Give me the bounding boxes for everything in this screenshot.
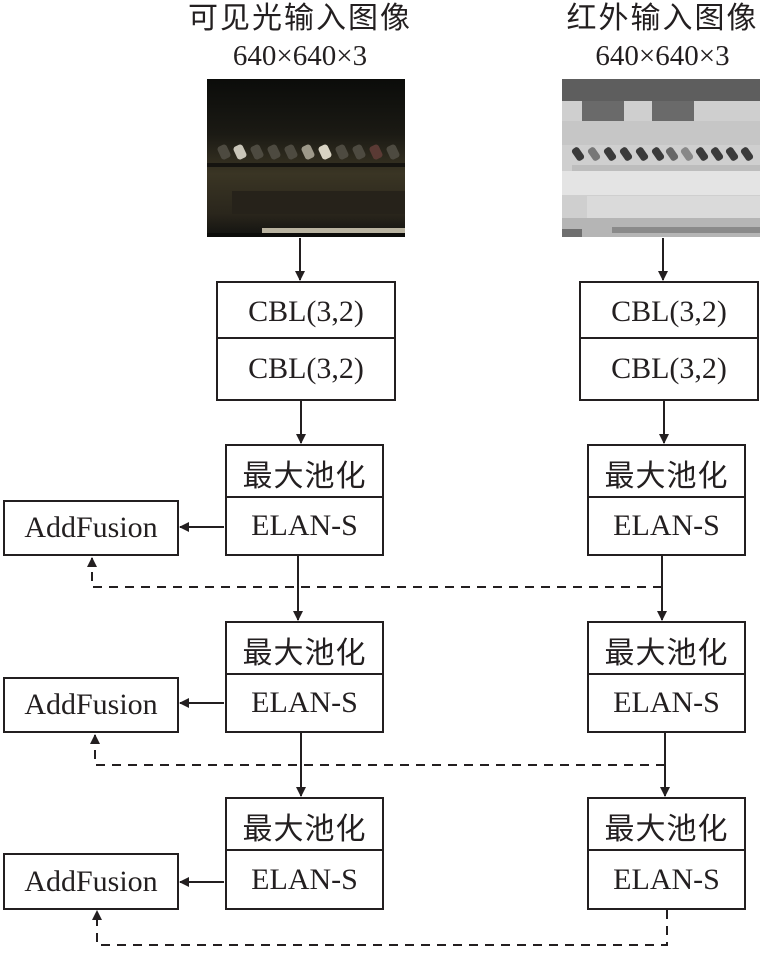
dashed-infrared-stage1-to-addfusion1 [87,557,662,588]
infrared-title: 红外输入图像 [566,2,759,35]
visible-cbl-stack: CBL(3,2) CBL(3,2) [216,281,396,401]
addfusion-1-label: AddFusion [24,511,158,544]
visible-cbl-layer-2: CBL(3,2) [218,337,394,399]
infrared-cbl-stack: CBL(3,2) CBL(3,2) [579,281,759,401]
addfusion-1: AddFusion [3,500,179,556]
visible-maxpool-1: 最大池化 [242,460,367,493]
infrared-size-label: 640×640×3 [595,40,730,72]
visible-elan-s-1: ELAN-S [227,496,382,554]
addfusion-2-label: AddFusion [24,688,158,721]
infrared-elan-s-1: ELAN-S [589,496,744,554]
infrared-cbl-layer-1: CBL(3,2) [611,295,727,328]
infrared-input-image [562,79,760,237]
visible-elan-s-3: ELAN-S [227,849,382,908]
visible-stage-2: 最大池化 ELAN-S [225,621,384,733]
visible-maxpool-2: 最大池化 [242,637,367,670]
infrared-maxpool-3: 最大池化 [604,813,729,846]
infrared-cbl-layer-2: CBL(3,2) [581,337,757,399]
addfusion-3: AddFusion [3,853,179,910]
visible-elan-s-2: ELAN-S [227,673,382,731]
visible-stage-3: 最大池化 ELAN-S [225,797,384,910]
infrared-elan-s-3: ELAN-S [589,849,744,908]
visible-cbl-layer-1: CBL(3,2) [248,295,364,328]
infrared-elan-s-2: ELAN-S [589,673,744,731]
dashed-infrared-stage2-to-addfusion2 [90,734,665,766]
visible-title: 可见光输入图像 [188,2,412,35]
infrared-stage-3: 最大池化 ELAN-S [587,797,746,910]
visible-input-image [207,79,405,237]
visible-size-label: 640×640×3 [232,40,368,72]
infrared-maxpool-1: 最大池化 [604,460,729,493]
addfusion-3-label: AddFusion [24,864,158,898]
dashed-infrared-stage3-to-addfusion3 [92,910,668,946]
infrared-stage-2: 最大池化 ELAN-S [587,621,746,733]
addfusion-2: AddFusion [3,677,179,733]
infrared-maxpool-2: 最大池化 [604,637,729,670]
visible-stage-1: 最大池化 ELAN-S [225,444,384,556]
infrared-stage-1: 最大池化 ELAN-S [587,444,746,556]
visible-maxpool-3: 最大池化 [242,813,367,846]
